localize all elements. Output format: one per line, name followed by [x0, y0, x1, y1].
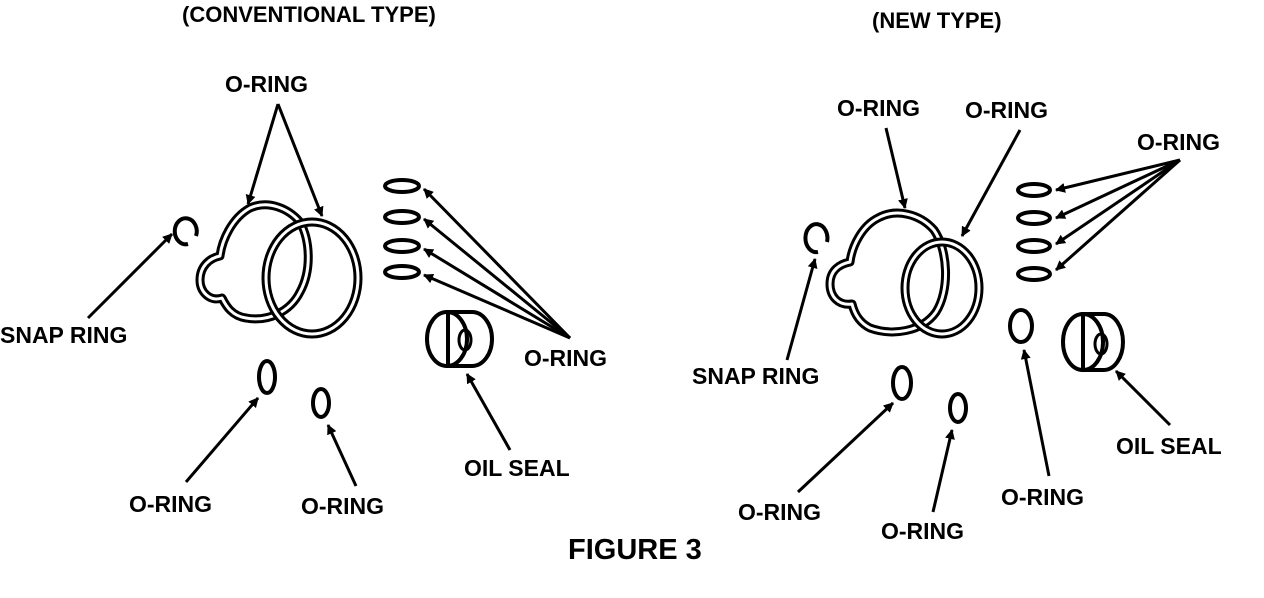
new-snap-ring: [803, 222, 830, 255]
new-oil-seal-arrow: [1114, 369, 1172, 427]
conventional-snap-ring: [172, 216, 199, 247]
new-o-ring-stack-arrow-1: [1055, 158, 1181, 193]
conventional-snap-ring-arrow: [86, 232, 174, 320]
new-oil-seal: [1061, 312, 1125, 372]
figure-caption: FIGURE 3: [568, 534, 702, 566]
conventional-o-ring-stack-arrow-1: [422, 187, 572, 340]
conventional-housing-o-ring: [195, 200, 313, 324]
conventional-small-o-ring-1: [257, 359, 277, 395]
conventional-o-ring-stack-arrow-2: [423, 217, 571, 340]
o-ring-stack-item: [383, 209, 421, 225]
new-small-o-ring-1: [891, 365, 913, 401]
new-snap-ring-arrow: [785, 258, 818, 361]
new-type-title: (NEW TYPE): [872, 8, 1002, 33]
new-housing-o-ring: [825, 208, 950, 337]
conventional-type-panel: (CONVENTIONAL TYPE) O-RING SNAP RING: [0, 2, 607, 519]
new-large-o-ring: [900, 237, 984, 339]
conventional-o-ring-top-arrow-right: [276, 103, 324, 217]
new-o-ring-left-label: O-RING: [837, 95, 920, 121]
conventional-o-ring-bottom-left-label: O-RING: [129, 491, 212, 517]
o-ring-stack-item: [1016, 266, 1052, 282]
conventional-o-ring-top-label: O-RING: [225, 71, 308, 97]
new-o-ring-left-arrow: [884, 127, 908, 209]
conventional-o-ring-bottom-right-label: O-RING: [301, 493, 384, 519]
conventional-large-o-ring: [261, 217, 363, 339]
o-ring-stack-item: [383, 178, 421, 194]
o-ring-stack-item: [1016, 238, 1052, 254]
o-ring-stack-item: [383, 238, 421, 254]
new-o-ring-stack: [1016, 182, 1052, 282]
o-ring-stack-item: [383, 264, 421, 280]
conventional-oil-seal: [425, 310, 494, 368]
o-ring-stack-item: [1016, 182, 1052, 198]
new-o-ring-stack-label: O-RING: [1137, 129, 1220, 155]
conventional-o-ring-stack-arrow-3: [423, 247, 571, 340]
conventional-o-ring-stack-arrow-4: [423, 273, 571, 340]
conventional-o-ring-stack-label: O-RING: [524, 345, 607, 371]
new-o-ring-right-label: O-RING: [965, 97, 1048, 123]
new-o-ring-bottom-mid-label: O-RING: [881, 518, 964, 544]
new-o-ring-right-arrow: [960, 129, 1022, 237]
new-small-o-ring-2: [948, 392, 968, 424]
new-o-ring-bottom-left-label: O-RING: [738, 499, 821, 525]
new-o-ring-stack-arrow-2: [1055, 158, 1181, 220]
new-o-ring-small-label: O-RING: [1001, 484, 1084, 510]
new-oil-seal-label: OIL SEAL: [1116, 433, 1222, 459]
new-o-ring-stack-arrow-3: [1055, 158, 1181, 246]
conventional-o-ring-top-arrow-left: [245, 103, 280, 205]
conventional-snap-ring-label: SNAP RING: [0, 322, 127, 348]
new-snap-ring-label: SNAP RING: [692, 363, 819, 389]
conventional-oil-seal-arrow: [465, 373, 512, 451]
conventional-o-ring-bottom-right-arrow: [326, 424, 358, 487]
new-o-ring-bottom-left-arrow: [796, 401, 895, 494]
new-o-ring-small-arrow: [1020, 349, 1051, 477]
new-small-o-ring-right: [1008, 308, 1034, 344]
conventional-oil-seal-label: OIL SEAL: [464, 455, 570, 481]
new-o-ring-stack-arrow-4: [1055, 158, 1181, 272]
new-o-ring-bottom-mid-arrow: [931, 429, 955, 513]
conventional-o-ring-stack: [383, 178, 421, 280]
conventional-o-ring-bottom-left-arrow: [184, 397, 260, 483]
o-ring-stack-item: [1016, 210, 1052, 226]
new-type-panel: (NEW TYPE) O-RING O-RING SNAP RING O-RIN…: [692, 8, 1222, 544]
conventional-type-title: (CONVENTIONAL TYPE): [182, 2, 436, 27]
conventional-small-o-ring-2: [311, 387, 331, 419]
